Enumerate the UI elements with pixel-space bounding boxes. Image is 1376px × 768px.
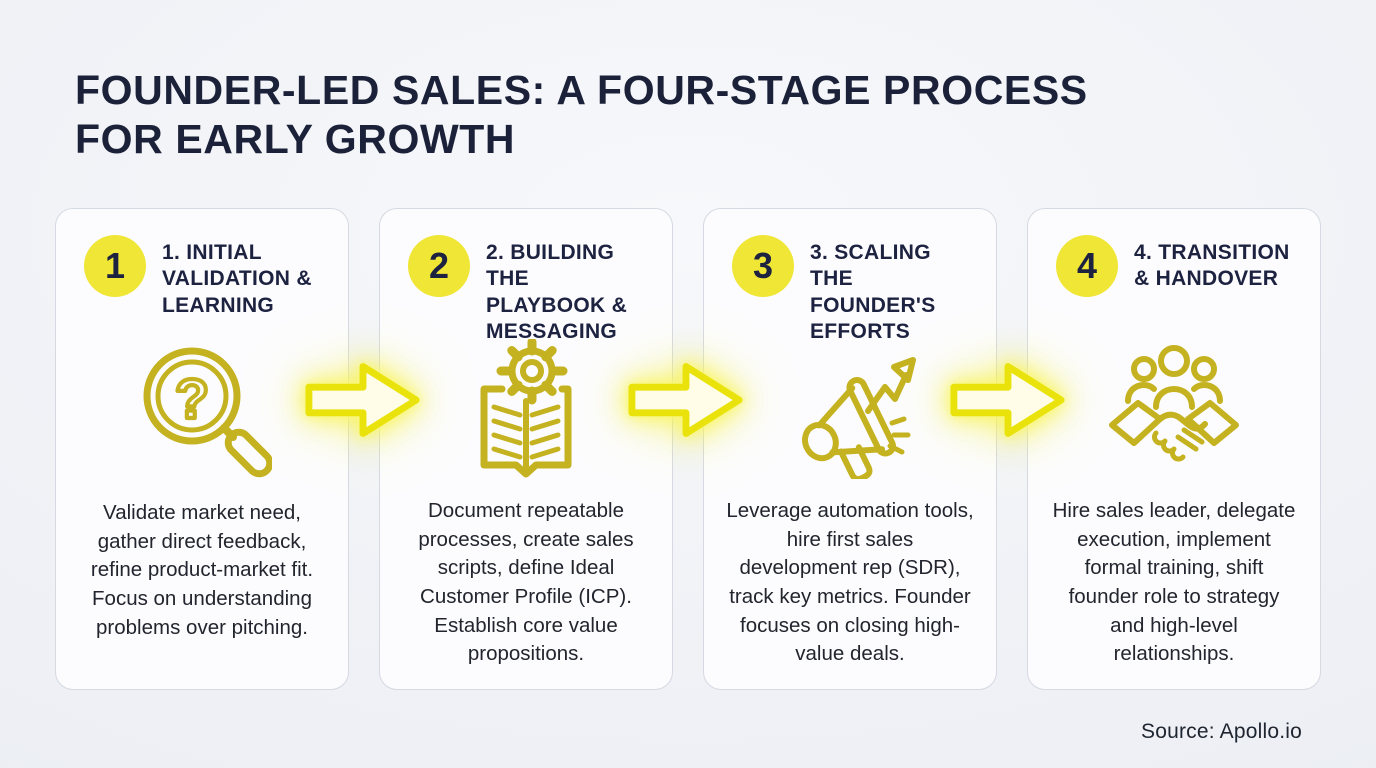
card-3-icon-box xyxy=(780,339,920,479)
arrow-right-icon xyxy=(949,354,1067,446)
page-title: FOUNDER-LED SALES: A FOUR-STAGE PROCESS … xyxy=(75,66,1255,164)
stage-card-1: 1 1. Initial Validation & Learning ? Val… xyxy=(55,208,349,690)
stage-number-badge: 3 xyxy=(732,235,794,297)
card-title: 2. Building the Playbook & Messaging xyxy=(486,241,628,343)
book-gear-icon xyxy=(480,339,572,478)
svg-text:?: ? xyxy=(175,367,209,430)
megaphone-growth-icon xyxy=(802,357,916,479)
stage-card-3: 3 3. Scaling the Founder's Efforts Lever… xyxy=(703,208,997,690)
arrow-right-icon xyxy=(627,354,745,446)
handshake-team-icon xyxy=(1109,345,1239,462)
card-title: 3. Scaling the Founder's Efforts xyxy=(810,241,936,343)
page-title-line-1: FOUNDER-LED SALES: A FOUR-STAGE PROCESS xyxy=(75,67,1088,113)
arrow-right-icon xyxy=(304,354,422,446)
card-2-icon-box xyxy=(456,339,596,479)
source-attribution: Source: Apollo.io xyxy=(1140,720,1302,743)
magnifier-question-icon: ? xyxy=(143,347,272,478)
stage-number-badge: 4 xyxy=(1056,235,1118,297)
page-title-line-2: FOR EARLY GROWTH xyxy=(75,116,516,163)
card-body-text: Leverage automation tools, hire first sa… xyxy=(726,499,974,666)
stage-card-2: 2 2. Building the Playbook & Messaging D… xyxy=(379,208,673,690)
stage-number-badge: 2 xyxy=(408,235,470,297)
card-2-header: 2 2. Building the Playbook & Messaging xyxy=(396,235,656,343)
card-1-header: 1 1. Initial Validation & Learning xyxy=(72,235,332,331)
card-title: 4. Transition & Handover xyxy=(1134,241,1290,291)
card-title: 1. Initial Validation & Learning xyxy=(162,241,312,317)
stage-cards: 1 1. Initial Validation & Learning ? Val… xyxy=(55,208,1321,690)
stage-card-4: 4 4. Transition & Handover xyxy=(1027,208,1321,690)
card-1-icon-box: ? xyxy=(132,339,272,481)
card-body-text: Hire sales leader, delegate execution, i… xyxy=(1052,499,1296,666)
card-body-text: Validate market need, gather direct feed… xyxy=(90,501,314,639)
stage-number-badge: 1 xyxy=(84,235,146,297)
card-body-text: Document repeatable processes, create sa… xyxy=(418,499,634,666)
card-4-header: 4 4. Transition & Handover xyxy=(1044,235,1304,331)
card-4-icon-box xyxy=(1104,339,1244,479)
card-3-header: 3 3. Scaling the Founder's Efforts xyxy=(720,235,980,343)
